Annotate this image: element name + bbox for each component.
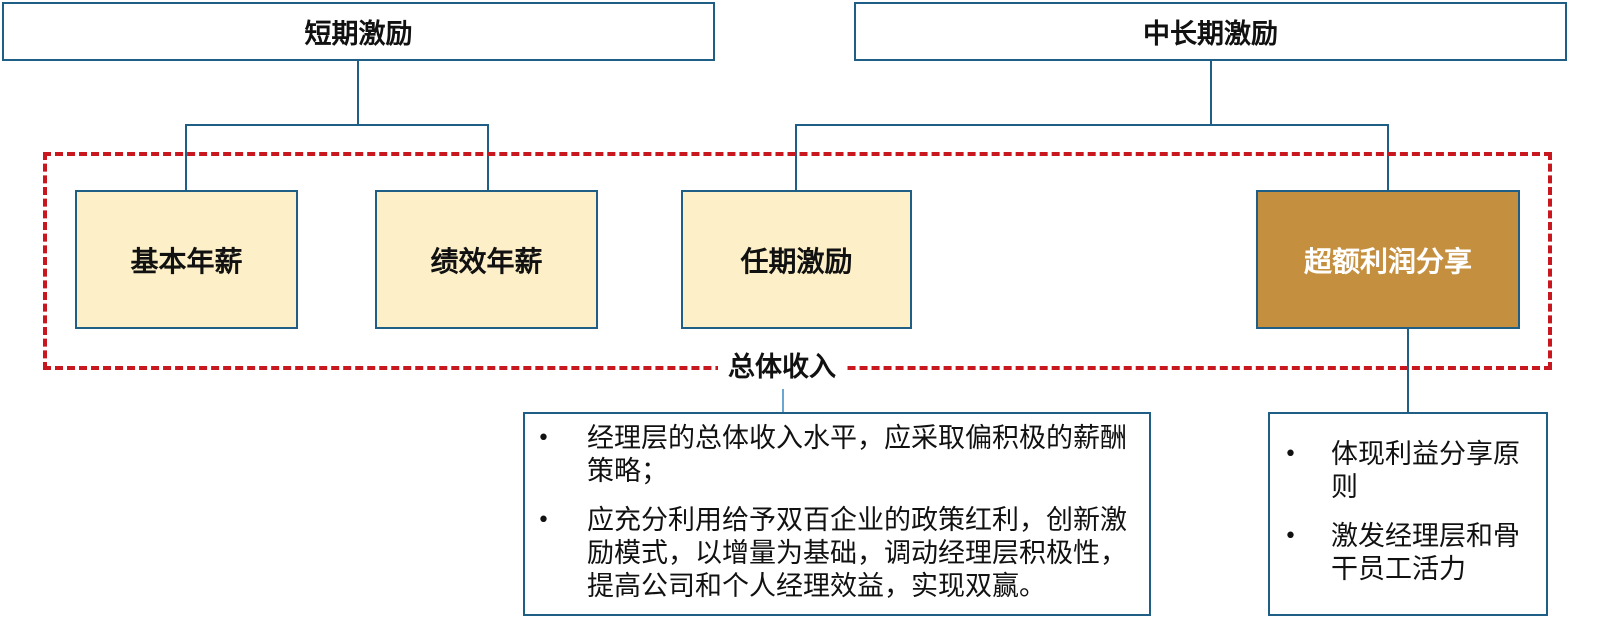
connector-line [357, 61, 359, 125]
connector-line [1407, 329, 1409, 413]
base-salary-label: 基本年薪 [130, 244, 243, 278]
connector-line [185, 124, 489, 126]
connector-line [1210, 61, 1212, 125]
bullet-icon: • [1284, 442, 1297, 467]
tenure-incentive-box: 任期激励 [681, 190, 912, 329]
long-term-incentive-label: 中长期激励 [1143, 19, 1278, 50]
right-note-box: • 体现利益分享原则 • 激发经理层和骨干员工活力 [1268, 412, 1548, 616]
connector-line [487, 124, 489, 192]
list-item: • 激发经理层和骨干员工活力 [1284, 520, 1532, 586]
total-income-text: 总体收入 [728, 352, 836, 383]
tenure-incentive-label: 任期激励 [740, 244, 853, 278]
total-income-label: 总体收入 [718, 351, 846, 385]
note-text: 应充分利用给予双百企业的政策红利，创新激励模式，以增量为基础，调动经理层积极性，… [587, 505, 1127, 602]
excess-profit-sharing-label: 超额利润分享 [1303, 244, 1472, 278]
note-text: 体现利益分享原则 [1331, 439, 1520, 503]
connector-line [795, 124, 1389, 126]
note-text: 经理层的总体收入水平，应采取偏积极的薪酬策略； [587, 423, 1127, 487]
left-note-list: • 经理层的总体收入水平，应采取偏积极的薪酬策略； • 应充分利用给予双百企业的… [537, 422, 1129, 603]
bullet-icon: • [537, 426, 550, 451]
base-salary-box: 基本年薪 [75, 190, 298, 329]
connector-line [1387, 124, 1389, 192]
long-term-incentive-box: 中长期激励 [854, 2, 1567, 61]
performance-salary-label: 绩效年薪 [430, 244, 543, 278]
left-note-box: • 经理层的总体收入水平，应采取偏积极的薪酬策略； • 应充分利用给予双百企业的… [523, 412, 1151, 616]
list-item: • 经理层的总体收入水平，应采取偏积极的薪酬策略； [537, 422, 1129, 488]
note-text: 激发经理层和骨干员工活力 [1331, 521, 1520, 585]
right-note-list: • 体现利益分享原则 • 激发经理层和骨干员工活力 [1284, 438, 1532, 586]
short-term-incentive-box: 短期激励 [2, 2, 715, 61]
excess-profit-sharing-box: 超额利润分享 [1256, 190, 1520, 329]
bullet-icon: • [1284, 524, 1297, 549]
connector-line [795, 124, 797, 192]
connector-line [185, 124, 187, 192]
list-item: • 体现利益分享原则 [1284, 438, 1532, 504]
connector-line [782, 389, 784, 413]
performance-salary-box: 绩效年薪 [375, 190, 598, 329]
list-item: • 应充分利用给予双百企业的政策红利，创新激励模式，以增量为基础，调动经理层积极… [537, 504, 1129, 603]
bullet-icon: • [537, 508, 550, 533]
short-term-incentive-label: 短期激励 [304, 19, 413, 50]
